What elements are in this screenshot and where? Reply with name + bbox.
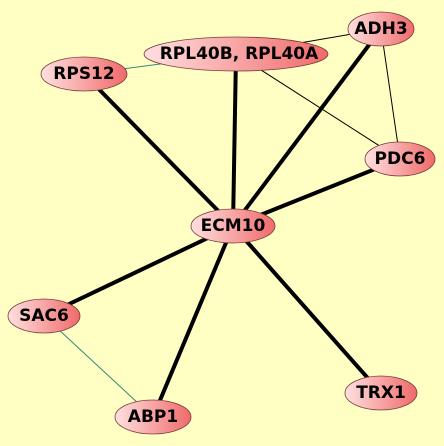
node-ecm10[interactable]: ECM10 (190, 208, 276, 244)
node-pdc6-label: PDC6 (375, 149, 426, 169)
nodes-layer: ADH3 RPL40B, RPL40A RPS12 PDC6 ECM10 SAC… (7, 11, 436, 435)
node-rps12-shape (40, 56, 128, 92)
node-sac6[interactable]: SAC6 (7, 298, 81, 334)
node-trx1-label: TRX1 (356, 383, 406, 403)
node-rps12-label: RPS12 (53, 64, 114, 84)
node-adh3[interactable]: ADH3 (347, 11, 415, 47)
edge-rpl40-pdc6 (235, 53, 401, 160)
node-ecm10-shape (190, 208, 276, 244)
node-abp1-shape (114, 399, 192, 435)
node-trx1[interactable]: TRX1 (344, 375, 418, 411)
edges-layer (42, 27, 402, 419)
edge-ecm10-rpl40 (231, 52, 238, 228)
node-sac6-shape (7, 298, 81, 334)
node-sac6-label: SAC6 (19, 306, 69, 326)
node-rpl40-label: RPL40B, RPL40A (160, 44, 319, 64)
node-rps12[interactable]: RPS12 (40, 56, 128, 92)
node-pdc6[interactable]: PDC6 (364, 141, 436, 177)
node-rpl40[interactable]: RPL40B, RPL40A (143, 36, 329, 72)
edge-adh3-pdc6 (380, 28, 401, 160)
node-trx1-shape (344, 375, 418, 411)
edge-ecm10-rps12 (82, 72, 235, 228)
edge-ecm10-trx1 (231, 224, 383, 395)
edge-ecm10-adh3 (231, 27, 383, 228)
edge-ecm10-abp1 (151, 224, 235, 419)
node-adh3-label: ADH3 (354, 19, 407, 39)
node-adh3-shape (347, 11, 415, 47)
node-abp1-label: ABP1 (128, 407, 178, 427)
node-ecm10-label: ECM10 (201, 216, 266, 236)
node-pdc6-shape (364, 141, 436, 177)
node-abp1[interactable]: ABP1 (114, 399, 192, 435)
edge-sac6-abp1 (43, 315, 154, 418)
edge-ecm10-sac6 (42, 224, 235, 318)
node-rpl40-shape (143, 36, 329, 72)
